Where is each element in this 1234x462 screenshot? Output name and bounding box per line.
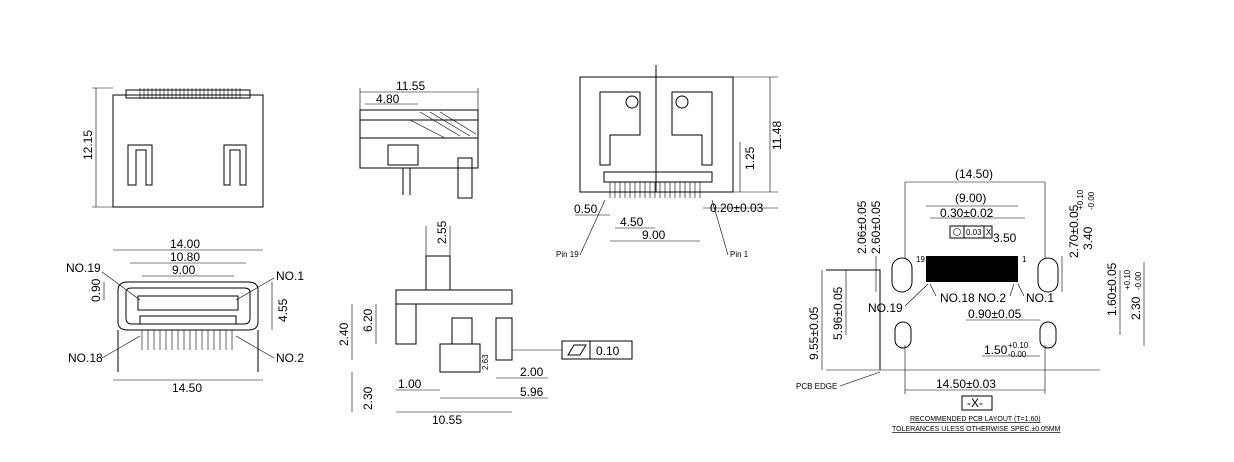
pcb-layout: (14.50) (9.00) 0.30±0.02 0.03 X 3.50 2.0…	[796, 167, 1145, 433]
bf-left-height-dim: 0.90	[89, 278, 103, 302]
rear-inner-height-dim: 1.25	[743, 146, 757, 170]
sec-left-dim-3: 2.30	[361, 386, 375, 410]
sec-left-dim-1: 6.20	[361, 308, 375, 332]
rear-view: 11.48 1.25 0.50 4.50 9.00 0.20±0.03 Pin …	[556, 65, 784, 259]
pcb-note-2: TOLERANCES ULESS OTHERWISE SPEC.±0.05MM	[892, 426, 1061, 433]
bottom-front-view: 14.00 10.80 9.00 0.90 4.55 14.50 NO.19 N…	[66, 237, 304, 395]
pcb-slot-height-dim: 1.60±0.05	[1105, 262, 1119, 316]
pcb-no19-label: NO.19	[868, 301, 903, 315]
pcb-datum-box: -X-	[967, 396, 983, 410]
pcb-outer-height-dim: 9.55±0.05	[807, 306, 821, 360]
rear-span-dim: 9.00	[642, 228, 666, 242]
front-view: 12.15	[81, 87, 264, 208]
pcb-right-dim-2-tol-upper: +0.10	[1076, 189, 1085, 210]
pcb-no2-label: NO.2	[978, 291, 1006, 305]
rear-pin-pitch-dim: 0.50	[574, 202, 598, 216]
pcb-overall-dim: (14.50)	[955, 167, 993, 181]
bf-no1-label: NO.1	[276, 269, 304, 283]
pcb-no1-label: NO.1	[1026, 291, 1054, 305]
sec-right-dim-2: 5.96	[520, 385, 544, 399]
sec-bottom-left-dim: 1.00	[398, 377, 422, 391]
pcb-position-tol: 0.03	[966, 228, 982, 237]
bf-outer-top-dim: 14.00	[170, 237, 200, 251]
rear-height-dim: 11.48	[770, 121, 784, 150]
section-view: 2.55 6.20 2.40 2.30 2.63 1.00 2.00 5.96 …	[337, 220, 633, 427]
pcb-note-1: RECOMMENDED PCB LAYOUT (T=1.60)	[910, 416, 1041, 423]
rear-pin-width-dim: 0.20±0.03	[710, 201, 764, 215]
pcb-slot-width-tol-lower: -0.00	[1134, 271, 1143, 290]
side-view: 11.55 4.80	[359, 79, 479, 199]
pcb-pitch-dim: 0.30±0.02	[940, 206, 994, 220]
sec-left-dim-2: 2.40	[337, 322, 351, 346]
bf-inner-dim: 9.00	[172, 263, 196, 277]
bf-no19-label: NO.19	[66, 261, 101, 275]
rear-half-span-dim: 4.50	[620, 215, 644, 229]
side-width-dim: 11.55	[396, 79, 425, 93]
pcb-slot-width-tol-upper: +0.10	[1123, 269, 1132, 290]
pcb-pad-length-dim: 3.50	[993, 231, 1017, 245]
pcb-right-dim-2: 3.40	[1081, 226, 1095, 250]
pcb-pad-span-dim: (9.00)	[955, 191, 986, 205]
bf-no2-label: NO.2	[276, 351, 304, 365]
pcb-datum-ref: X	[986, 228, 992, 237]
side-inner-dim: 4.80	[376, 92, 400, 106]
sec-bottom-dim: 10.55	[432, 413, 462, 427]
pcb-left-dim-1: 2.06±0.05	[855, 200, 869, 254]
pcb-slot-length-dim: 1.50	[984, 343, 1008, 357]
sec-inner-dim: 2.63	[481, 354, 490, 370]
sec-top-dim: 2.55	[435, 220, 449, 244]
pcb-bottom-dim: 14.50±0.03	[936, 377, 996, 391]
pcb-right-dim-1: 2.70±0.05	[1067, 204, 1081, 258]
pcb-left-dim-2: 2.60±0.05	[869, 200, 883, 254]
pcb-slot-length-tol-upper: +0.10	[1008, 341, 1029, 350]
front-height-dim: 12.15	[81, 130, 95, 160]
pcb-pin1-mark: 1	[1022, 255, 1027, 264]
sec-flatness-value: 0.10	[596, 344, 620, 358]
rear-pin19-label: Pin 19	[556, 250, 579, 259]
pcb-no18-label: NO.18	[940, 291, 975, 305]
rear-pin1-label: Pin 1	[730, 250, 749, 259]
pcb-edge-label: PCB EDGE	[796, 382, 837, 391]
pcb-hole-dim: 0.90±0.05	[968, 307, 1022, 321]
bf-bottom-dim: 14.50	[172, 381, 202, 395]
pcb-pin19-mark: 19	[916, 255, 925, 264]
sec-right-dim-1: 2.00	[520, 365, 544, 379]
pcb-inner-height-dim: 5.96±0.05	[831, 286, 845, 340]
bf-no18-label: NO.18	[68, 351, 103, 365]
pcb-slot-width-dim: 2.30	[1129, 296, 1143, 320]
bf-right-height-dim: 4.55	[276, 298, 290, 322]
pcb-slot-length-tol-lower: -0.00	[1008, 350, 1027, 359]
bf-mid-dim: 10.80	[170, 250, 200, 264]
pcb-right-dim-2-tol-lower: -0.00	[1087, 191, 1096, 210]
